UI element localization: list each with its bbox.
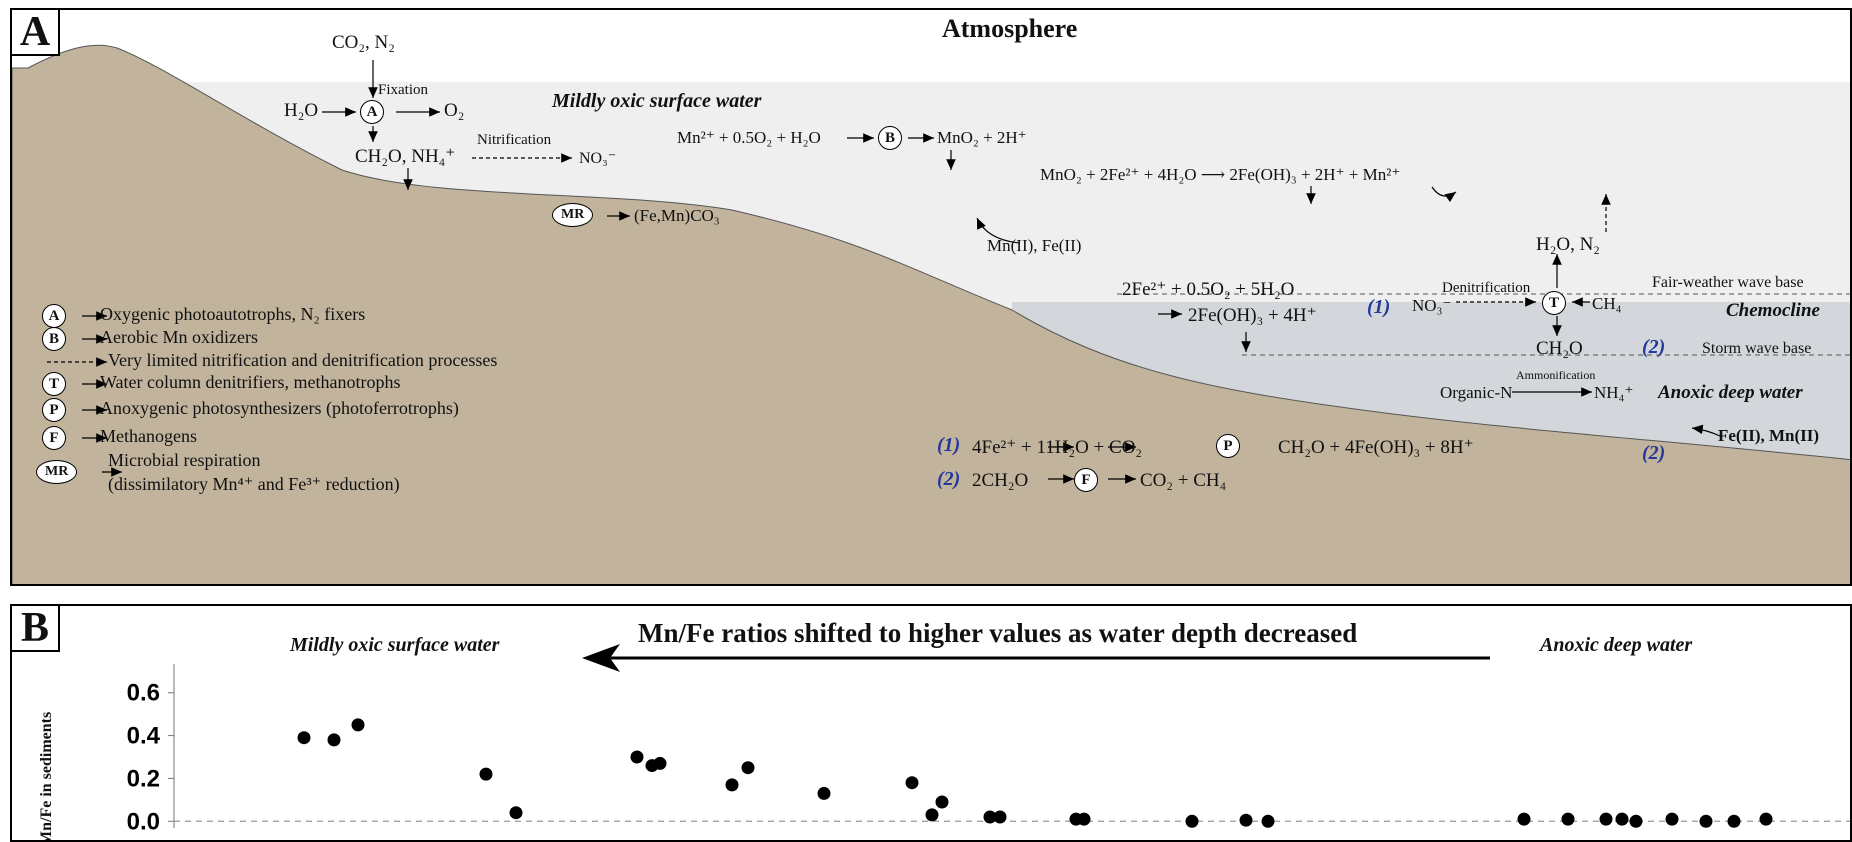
mn-fe-scatter-plot: 0.6 0.4 0.2 0.0 [127, 644, 1850, 835]
data-point [1665, 812, 1679, 826]
mn-fe-shelf-label: Mn(II), Fe(II) [987, 236, 1082, 255]
reaction2-tag: (2) [937, 468, 961, 490]
atmosphere-title: Atmosphere [942, 14, 1078, 43]
reaction1-left: 4Fe²⁺ + 11H₂O + CO₂ [972, 437, 1143, 458]
tag-2-deep: (2) [1642, 442, 1666, 464]
data-point [1759, 812, 1773, 826]
panel-b-label: B [12, 606, 60, 652]
data-point [1239, 813, 1253, 827]
data-point [351, 718, 365, 732]
denitrification-label: Denitrification [1442, 280, 1531, 296]
symbol-b-icon: B [878, 126, 902, 150]
data-point [725, 778, 739, 792]
data-point [935, 795, 949, 809]
tag-2-upper: (2) [1642, 336, 1666, 358]
nh4-text: NH₄⁺ [1594, 383, 1634, 402]
sediment-profile [12, 44, 1850, 584]
data-point [297, 731, 311, 745]
anoxic-deep-label: Anoxic deep water [1658, 382, 1803, 403]
data-point [1615, 812, 1629, 826]
symbol-a-icon: A [360, 100, 384, 124]
direction-arrow-head [582, 644, 620, 672]
data-point [741, 761, 755, 775]
left-region-label: Mildly oxic surface water [290, 634, 500, 656]
co2-n2-text: CO₂, N₂ [332, 32, 395, 53]
data-point [630, 750, 644, 764]
ch2o-nh4-text: CH₂O, NH₄⁺ [355, 146, 456, 167]
data-point [1077, 812, 1091, 826]
no3-text: NO₃⁻ [579, 150, 617, 167]
data-point [1699, 814, 1713, 828]
y-tick-label: 0.0 [127, 808, 160, 835]
y-tick-label: 0.2 [127, 765, 160, 792]
mn-oxidation-right: MnO₂ + 2H⁺ [937, 128, 1027, 147]
mn-oxidation-left: Mn²⁺ + 0.5O₂ + H₂O [677, 128, 821, 147]
data-point [1261, 814, 1275, 828]
panel-a-ocean-diagram: A Atmosphere Mildly oxic surface water C… [10, 8, 1852, 586]
mno2-reaction: MnO₂ + 2Fe²⁺ + 4H₂O ⟶ 2Fe(OH)₃ + 2H⁺ + M… [1040, 165, 1401, 184]
data-point [925, 808, 939, 822]
symbol-f-icon: F [1074, 468, 1098, 492]
chemocline-label: Chemocline [1726, 300, 1820, 321]
ammonification-label: Ammonification [1516, 368, 1596, 382]
data-point [509, 806, 523, 820]
tag-1-upper: (1) [1367, 296, 1391, 318]
fe-mn-deep-label: Fe(II), Mn(II) [1718, 426, 1820, 445]
legend-item-mr: MR [36, 460, 78, 484]
reaction1-right: CH₂O + 4Fe(OH)₃ + 8H⁺ [1278, 437, 1474, 458]
storm-wave-label: Storm wave base [1702, 340, 1812, 357]
data-point [1629, 814, 1643, 828]
fe-oxidation-bottom: 2Fe(OH)₃ + 4H⁺ [1188, 305, 1317, 326]
data-point [1185, 814, 1199, 828]
right-region-label: Anoxic deep water [1540, 634, 1693, 656]
reaction2-left: 2CH₂O [972, 470, 1029, 491]
data-point [993, 810, 1007, 824]
data-point [1517, 812, 1531, 826]
ch2o-t-text: CH₂O [1536, 338, 1583, 359]
data-point [1727, 814, 1741, 828]
panel-a-label: A [12, 10, 60, 56]
data-point [1561, 812, 1575, 826]
no3-t-text: NO₃⁻ [1412, 296, 1452, 315]
mr-product-text: (Fe,Mn)CO₃ [634, 206, 720, 225]
legend-item-mr-text: Microbial respiration [108, 450, 261, 470]
y-tick-label: 0.4 [127, 723, 161, 750]
h2o-text: H₂O [284, 100, 319, 121]
y-tick-label: 0.6 [127, 680, 160, 707]
fixation-label: Fixation [378, 82, 429, 98]
h2o-n2-text: H₂O, N₂ [1536, 234, 1600, 255]
organic-n-text: Organic-N [1440, 383, 1513, 402]
ocean-cross-section [12, 10, 1850, 584]
o2-text: O₂ [444, 100, 465, 121]
data-point [1599, 812, 1613, 826]
legend-item-mr-detail: (dissimilatory Mn⁴⁺ and Fe³⁺ reduction) [108, 474, 400, 494]
reaction1-tag: (1) [937, 434, 961, 456]
panel-b-chart: B Mn/Fe ratios shifted to higher values … [10, 604, 1852, 842]
chart-title: Mn/Fe ratios shifted to higher values as… [638, 618, 1358, 648]
surface-water-label: Mildly oxic surface water [552, 90, 762, 112]
nitrification-label: Nitrification [477, 132, 552, 148]
fair-weather-label: Fair-weather wave base [1652, 274, 1804, 291]
symbol-mr-icon: MR [552, 203, 594, 227]
y-axis-label: Mn/Fe in sediments [38, 711, 55, 842]
data-point [479, 767, 493, 781]
reaction2-right: CO₂ + CH₄ [1140, 470, 1227, 491]
ch4-t-text: CH₄ [1592, 294, 1622, 313]
symbol-t-icon: T [1542, 291, 1566, 315]
data-point [817, 786, 831, 800]
symbol-p-icon: P [1216, 434, 1240, 458]
data-point [653, 756, 667, 770]
data-point [327, 733, 341, 747]
data-point [983, 810, 997, 824]
legend-item-dashed: Very limited nitrification and denitrifi… [108, 350, 498, 370]
data-point [905, 776, 919, 790]
fe-oxidation-top: 2Fe²⁺ + 0.5O₂ + 5H₂O [1122, 279, 1295, 300]
